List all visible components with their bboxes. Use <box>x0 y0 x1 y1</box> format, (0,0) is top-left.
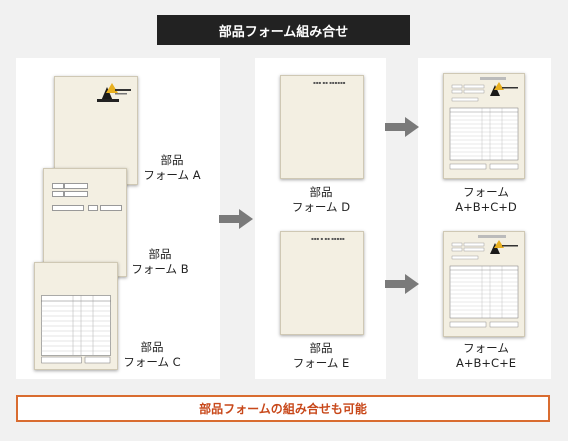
form-e-label: 部品 フォーム E <box>287 341 355 371</box>
form-e-document: ▪▪▪ ▪ ▪▪ ▪▪▪▪▪ <box>280 231 364 335</box>
company-logo-icon <box>97 83 131 102</box>
form-d-line1: 部品 <box>309 185 333 199</box>
form-c-line1: 部品 <box>140 340 164 354</box>
form-b-line2: フォーム B <box>131 262 189 276</box>
form-b-document <box>43 168 127 277</box>
form-d-document: ▪▪▪ ▪▪ ▪▪▪▪▪▪ <box>280 75 364 179</box>
form-b-field <box>64 183 88 189</box>
form-b-field <box>88 205 98 211</box>
form-b-line1: 部品 <box>148 247 172 261</box>
form-a-line1: 部品 <box>160 153 184 167</box>
result-acd-line2: A+B+C+D <box>455 200 517 214</box>
arrow-right-icon <box>385 117 419 137</box>
form-b-label: 部品 フォーム B <box>128 247 192 277</box>
form-a-document <box>54 76 138 185</box>
form-e-header: ▪▪▪ ▪ ▪▪ ▪▪▪▪▪ <box>311 236 345 241</box>
result-ace-document <box>443 231 525 337</box>
form-d-header: ▪▪▪ ▪▪ ▪▪▪▪▪▪ <box>313 80 346 85</box>
result-acd-label: フォーム A+B+C+D <box>448 185 524 215</box>
form-b-field <box>64 191 88 197</box>
form-b-field <box>52 205 84 211</box>
result-ace-line2: A+B+C+E <box>456 356 516 370</box>
form-a-line2: フォーム A <box>143 168 201 182</box>
form-d-line2: フォーム D <box>291 200 351 214</box>
form-e-line1: 部品 <box>309 341 333 355</box>
form-b-field <box>100 205 122 211</box>
form-c-document <box>34 262 118 370</box>
form-c-label: 部品 フォーム C <box>120 340 184 370</box>
form-e-line2: フォーム E <box>292 356 350 370</box>
result-acd-content <box>449 77 519 170</box>
result-ace-line1: フォーム <box>463 341 509 355</box>
form-c-line2: フォーム C <box>123 355 181 369</box>
form-d-label: 部品 フォーム D <box>287 185 355 215</box>
result-acd-document <box>443 73 525 179</box>
diagram-title: 部品フォーム組み合せ <box>157 15 410 45</box>
form-c-table <box>41 295 111 364</box>
form-b-field <box>52 191 64 197</box>
form-b-field <box>52 183 64 189</box>
form-a-label: 部品 フォーム A <box>140 153 204 183</box>
arrow-right-icon <box>385 274 419 294</box>
footer-note: 部品フォームの組み合せも可能 <box>16 395 550 422</box>
arrow-right-icon <box>219 209 253 229</box>
result-ace-label: フォーム A+B+C+E <box>448 341 524 371</box>
result-acd-line1: フォーム <box>463 185 509 199</box>
result-ace-content <box>449 235 519 328</box>
